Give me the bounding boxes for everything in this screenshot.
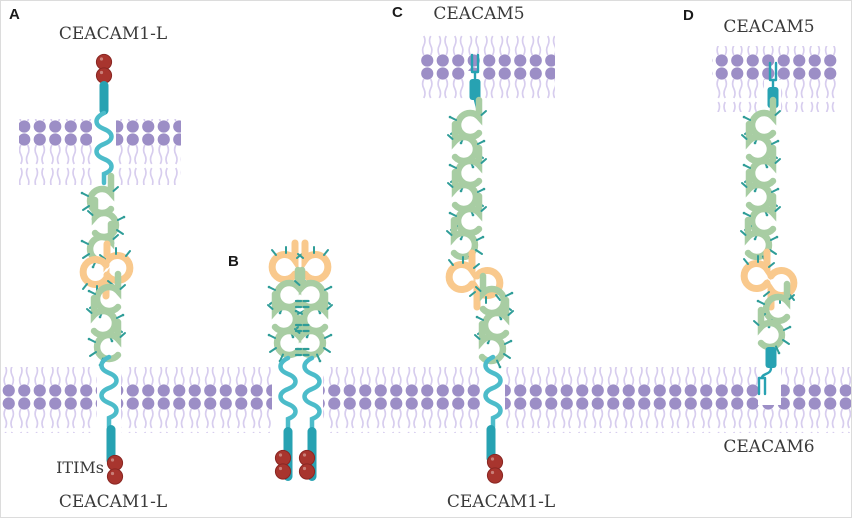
protein-label-ceacam6: CEACAM6	[723, 437, 815, 457]
panel-letter-a: A	[9, 6, 20, 23]
ceacam6-molecule-d	[754, 271, 794, 396]
panel-letter-d: D	[683, 7, 694, 24]
bottom-cell-membrane	[1, 367, 851, 433]
itim-motif	[95, 53, 113, 84]
panel-letter-b: B	[228, 253, 239, 270]
cytoplasmic-tail	[106, 425, 116, 465]
top-membrane-panel-c	[421, 35, 555, 101]
ceacam1l-top-molecule-a	[81, 53, 130, 280]
panel-letter-c: C	[392, 4, 403, 21]
cis-interaction-dashes	[294, 299, 310, 357]
ceacam1l-cis-dimer-b	[268, 243, 333, 481]
itims-label: ITIMs	[56, 458, 104, 477]
itim-motif	[106, 454, 124, 485]
itim-motif	[486, 453, 504, 484]
ceacam1l-molecule-c	[470, 271, 513, 484]
protein-label-ceacam5-c: CEACAM5	[433, 4, 525, 24]
gpi-anchor	[757, 347, 777, 396]
cytoplasmic-tail	[99, 81, 109, 115]
protein-label-ceacam5-d: CEACAM5	[723, 17, 815, 37]
ceacam1l-bottom-molecule-a	[83, 260, 125, 485]
protein-label-ceacam1l-top-a: CEACAM1-L	[58, 24, 168, 44]
cytoplasmic-tail	[486, 425, 496, 463]
protein-label-ceacam1l-bottom-a: CEACAM1-L	[58, 492, 168, 512]
protein-label-ceacam1l-bottom-c: CEACAM1-L	[446, 492, 556, 512]
